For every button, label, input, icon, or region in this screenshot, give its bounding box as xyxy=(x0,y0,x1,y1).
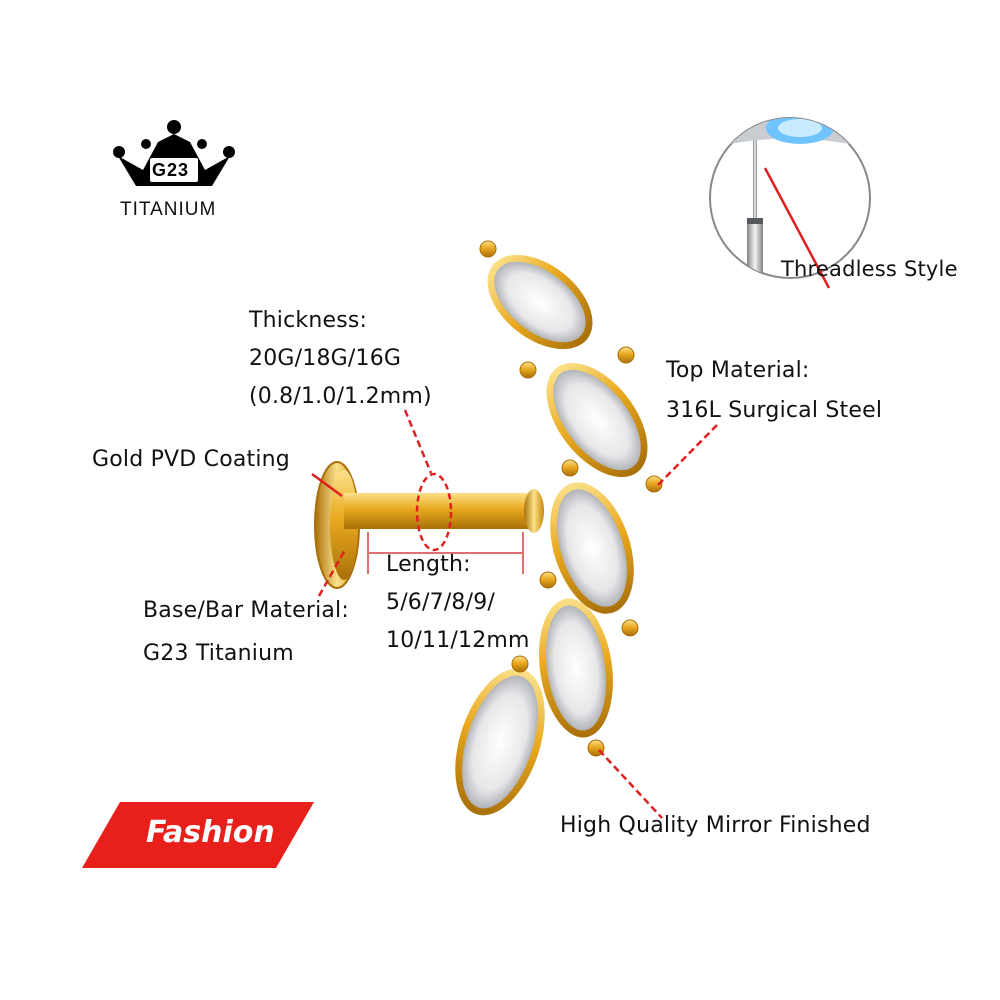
base-value: G23 Titanium xyxy=(143,641,294,666)
gem-3 xyxy=(550,482,634,614)
thickness-gauges: 20G/18G/16G xyxy=(249,346,402,371)
crown-badge-text: G23 xyxy=(152,160,190,180)
coating-label: Gold PVD Coating xyxy=(92,447,290,472)
length-values-1: 5/6/7/8/9/ xyxy=(386,590,496,615)
gem-1 xyxy=(487,254,593,350)
titanium-label: TITANIUM xyxy=(120,199,217,220)
fashion-badge-label: Fashion xyxy=(146,815,275,850)
mirror-finish-label: High Quality Mirror Finished xyxy=(560,813,871,838)
gem-4 xyxy=(539,598,613,738)
base-title: Base/Bar Material: xyxy=(143,598,349,623)
length-values-2: 10/11/12mm xyxy=(386,628,530,653)
top-material-title: Top Material: xyxy=(666,358,810,383)
gem-2 xyxy=(546,362,648,478)
crown-icon xyxy=(113,120,235,186)
thickness-title: Thickness: xyxy=(249,308,368,333)
length-title: Length: xyxy=(386,552,471,577)
threadless-label: Threadless Style xyxy=(781,257,958,281)
gem-5 xyxy=(455,668,545,816)
thickness-mm: (0.8/1.0/1.2mm) xyxy=(249,384,432,409)
threadless-inset xyxy=(709,117,871,289)
fashion-badge-shape xyxy=(82,802,314,868)
top-material-value: 316L Surgical Steel xyxy=(666,398,883,423)
